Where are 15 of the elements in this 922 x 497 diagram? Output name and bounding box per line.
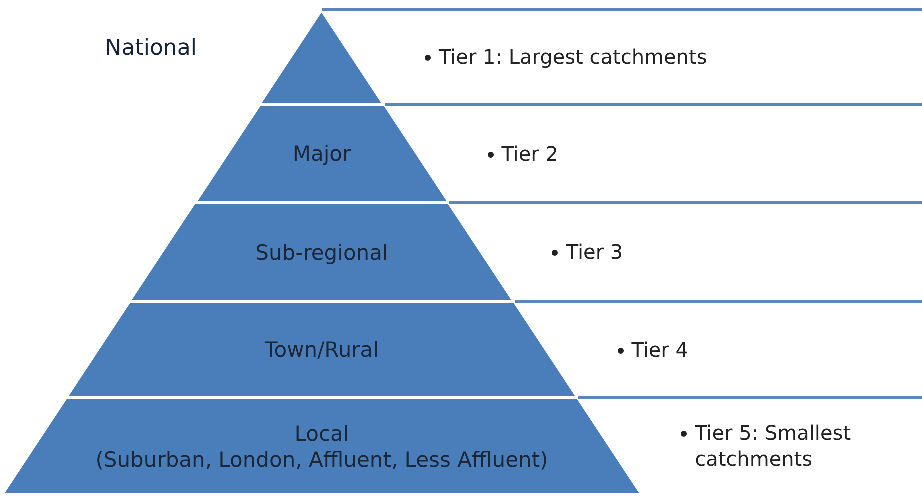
pyramid-tier	[194, 105, 450, 203]
tier-description: Tier 2	[502, 142, 558, 166]
pyramid-tier	[66, 302, 578, 398]
tier-label: Major	[292, 140, 352, 168]
tier-label: (Suburban, London, Affluent, Less Affluent)	[96, 446, 548, 473]
tier-label: Town/Rural	[265, 336, 379, 364]
tier-label: National	[105, 36, 197, 61]
tier-description: Tier 5: Smallest catchments	[695, 421, 852, 471]
tier-description: Tier 3	[566, 240, 624, 264]
tier-label: Sub-regional	[256, 239, 388, 266]
tier-description: Tier 1: Largest catchments	[439, 45, 708, 69]
tier-label: Local	[294, 420, 350, 446]
pyramid-tier	[129, 203, 515, 302]
pyramid-tier	[2, 398, 642, 495]
tier-description: Tier 4	[632, 338, 688, 362]
